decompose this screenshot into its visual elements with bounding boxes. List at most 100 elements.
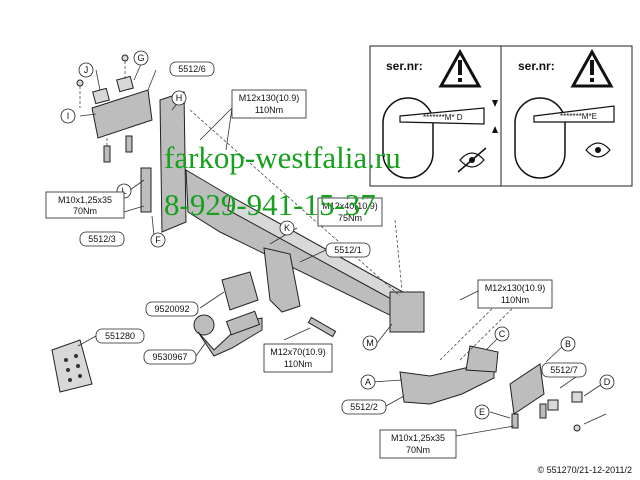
svg-text:H: H <box>176 93 183 103</box>
marker-c: C <box>494 326 510 342</box>
socket-9520092 <box>221 271 259 311</box>
tow-ball-assembly <box>193 271 263 357</box>
arrow-down-icon <box>492 100 498 107</box>
part-label-5512-6: 5512/6 <box>169 61 215 77</box>
svg-text:5512/7: 5512/7 <box>550 365 578 375</box>
part-label-551280: 551280 <box>95 328 145 344</box>
part-label-5512-2: 5512/2 <box>341 399 387 415</box>
letter-markers: G J I H L F K M C B A D E <box>60 50 615 420</box>
marker-i: I <box>60 108 76 124</box>
nut <box>121 54 129 62</box>
warning-triangle-icon <box>570 48 614 88</box>
bolt-spec-right: M12x130(10.9) 110Nm <box>477 279 553 309</box>
keypad-551280 <box>51 339 93 393</box>
nut-plate-j <box>92 87 110 105</box>
svg-text:J: J <box>84 65 89 75</box>
bolt-spec-top-center: M12x130(10.9) 110Nm <box>231 89 307 119</box>
bolt-specs: M12x130(10.9) 110Nm M10x1,25x35 70Nm M12… <box>45 89 553 459</box>
serial-callout <box>533 105 615 123</box>
bolt <box>125 135 133 153</box>
copyright-note: © 551270/21-12-2011/2 <box>537 465 632 475</box>
marker-m: M <box>362 335 378 351</box>
svg-text:K: K <box>284 223 290 233</box>
svg-text:M12x130(10.9): M12x130(10.9) <box>485 283 546 293</box>
ball-sleeve <box>225 310 261 336</box>
bolt <box>511 413 519 429</box>
svg-text:M10x1,25x35: M10x1,25x35 <box>58 195 112 205</box>
watermark: farkop-westfalia.ru 8-929-941-15-37 <box>164 140 401 222</box>
svg-text:5512/2: 5512/2 <box>350 402 378 412</box>
keypad-body <box>51 339 93 393</box>
spacer-l <box>140 167 152 213</box>
ball-mount-bracket <box>263 247 301 313</box>
svg-text:9520092: 9520092 <box>154 304 189 314</box>
marker-d: D <box>599 374 615 390</box>
svg-text:L: L <box>121 186 126 196</box>
part-label-5512-1: 5512/1 <box>325 242 371 258</box>
arrow-up-icon <box>492 126 498 133</box>
right-mount-plate <box>389 291 425 333</box>
svg-text:110Nm: 110Nm <box>284 359 312 369</box>
marker-a: A <box>360 374 376 390</box>
left-bracket-assembly <box>76 54 187 233</box>
marker-j: J <box>78 62 94 78</box>
bolt-spec-center: M12x40(10.9) 75Nm <box>317 197 383 227</box>
svg-text:D: D <box>604 377 611 387</box>
serial-callout <box>399 107 485 125</box>
bolt-spec-bottom-right: M10x1,25x35 70Nm <box>379 429 457 459</box>
svg-text:5512/6: 5512/6 <box>178 64 206 74</box>
part-label-5512-7: 5512/7 <box>541 362 587 378</box>
marker-k: K <box>279 220 295 236</box>
svg-text:A: A <box>365 377 371 387</box>
main-crossbeam <box>185 109 425 333</box>
warning-triangle-icon <box>438 48 482 88</box>
svg-text:G: G <box>137 53 144 63</box>
nut-plate-g <box>116 75 134 93</box>
svg-text:C: C <box>499 329 506 339</box>
part-label-5512-3: 5512/3 <box>79 231 125 247</box>
left-bracket-plate <box>91 89 153 139</box>
svg-text:M12x70(10.9): M12x70(10.9) <box>270 347 326 357</box>
svg-text:75Nm: 75Nm <box>338 213 362 223</box>
eye-crossed-icon <box>457 147 487 173</box>
nut-plate-d <box>571 391 583 403</box>
nut <box>573 424 581 432</box>
part-label-9530967: 9530967 <box>143 349 197 365</box>
svg-text:I: I <box>67 111 70 121</box>
svg-text:M10x1,25x35: M10x1,25x35 <box>391 433 445 443</box>
svg-text:5512/1: 5512/1 <box>334 245 362 255</box>
bolt-m12x70 <box>307 316 337 338</box>
marker-f: F <box>150 232 166 248</box>
tow-ball <box>193 314 215 336</box>
leader-lines <box>77 63 607 437</box>
svg-text:M: M <box>366 338 374 348</box>
marker-g: G <box>133 50 149 66</box>
svg-text:E: E <box>479 407 485 417</box>
svg-text:B: B <box>565 339 571 349</box>
bracket-5512-2-flange <box>465 345 499 373</box>
part-label-9520092: 9520092 <box>145 301 199 317</box>
svg-text:M12x130(10.9): M12x130(10.9) <box>239 93 300 103</box>
marker-e: E <box>474 404 490 420</box>
svg-text:70Nm: 70Nm <box>73 206 97 216</box>
nut-plate-b <box>547 399 559 411</box>
eye-icon <box>585 142 611 158</box>
tow-ball-outline <box>514 97 566 179</box>
svg-text:M12x40(10.9): M12x40(10.9) <box>322 201 378 211</box>
bolt <box>539 403 547 419</box>
serial-code-right: *******M*E <box>560 112 597 121</box>
bracket-5512-7 <box>509 363 545 415</box>
bolt-spec-left: M10x1,25x35 70Nm <box>45 191 125 219</box>
svg-text:F: F <box>155 235 161 245</box>
watermark-site: farkop-westfalia.ru <box>164 140 401 175</box>
svg-text:70Nm: 70Nm <box>406 445 430 455</box>
marker-b: B <box>560 336 576 352</box>
nut <box>76 79 84 87</box>
marker-h: H <box>171 90 187 106</box>
svg-text:110Nm: 110Nm <box>255 105 283 115</box>
part-labels: 5512/6 5512/3 5512/1 9520092 551280 9530… <box>79 61 587 415</box>
bolt <box>103 145 111 163</box>
serial-label-left: ser.nr: <box>386 59 423 73</box>
serial-label-right: ser.nr: <box>518 59 555 73</box>
